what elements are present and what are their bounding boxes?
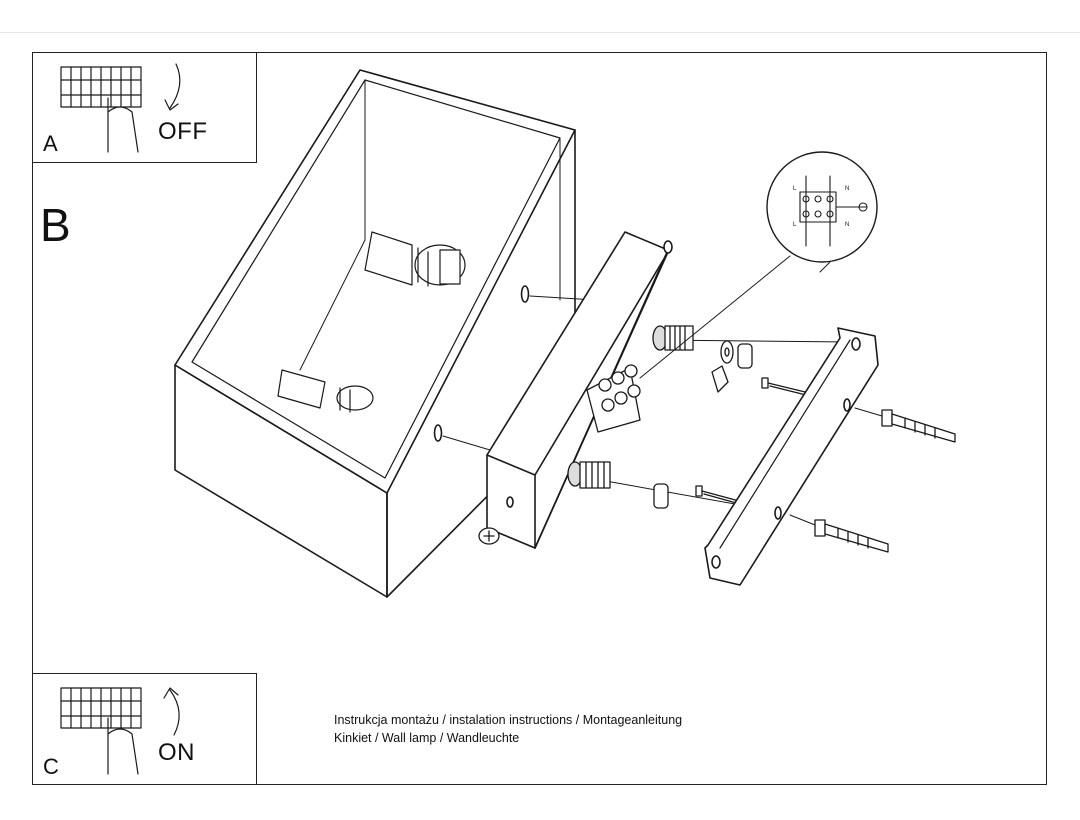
breaker-c-overlay	[60, 687, 180, 775]
mounting-plate	[486, 231, 673, 549]
step-a-letter: A	[43, 131, 58, 156]
wiring-label-n-bottom: N	[845, 222, 850, 228]
step-c-state-label: ON	[158, 739, 195, 766]
step-c-letter: C	[43, 754, 59, 779]
caption-line-1: Instrukcja montażu / instalation instruc…	[334, 713, 683, 727]
wiring-detail-callout	[639, 151, 878, 379]
page-top-divider	[0, 32, 1080, 33]
wiring-label-l-bottom: L	[793, 222, 797, 228]
wiring-label-n-top: N	[845, 186, 850, 192]
wall-bracket	[704, 327, 879, 586]
lamp-body	[174, 69, 576, 598]
wiring-label-l-top: L	[793, 186, 797, 192]
step-a-state-label: OFF	[158, 118, 208, 145]
washers-and-nuts	[653, 340, 753, 509]
step-b-letter: B	[40, 199, 71, 251]
threaded-bushing-top	[652, 325, 694, 351]
breaker-a-overlay	[60, 63, 181, 153]
ground-symbol-icon	[858, 202, 868, 212]
cover-screw	[478, 527, 500, 545]
instructions-caption: Instrukcja montażu / instalation instruc…	[334, 711, 682, 747]
instruction-frame	[32, 52, 1047, 785]
threaded-bushing-bottom	[567, 461, 611, 489]
terminal-block	[586, 364, 641, 433]
caption-line-2: Kinkiet / Wall lamp / Wandleuchte	[334, 731, 520, 745]
wall-plugs	[789, 407, 956, 553]
